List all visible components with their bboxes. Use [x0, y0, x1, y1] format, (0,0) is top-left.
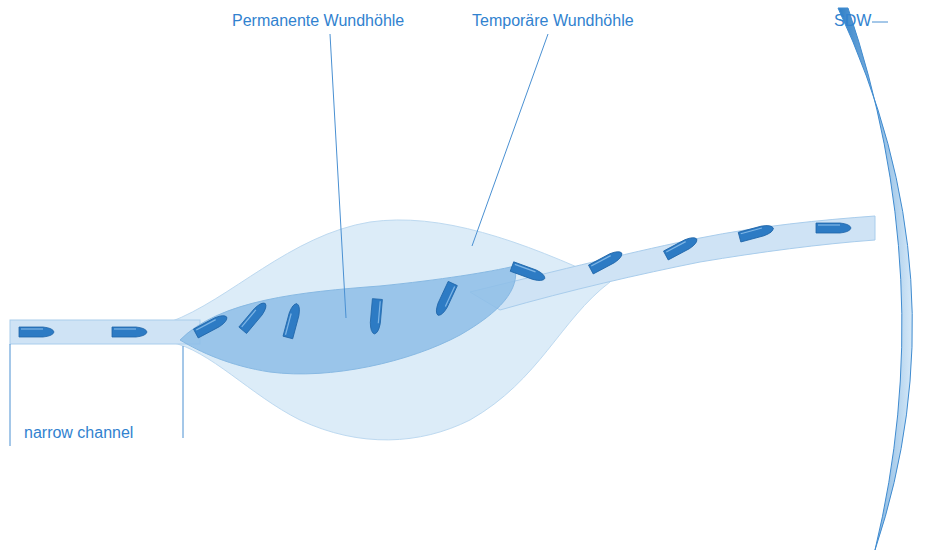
- leader-line: [472, 34, 548, 246]
- shock-wave-label: SDW: [834, 12, 871, 30]
- temporary-cavity: [170, 220, 610, 440]
- leader-line: [183, 346, 184, 438]
- leader-line: [10, 344, 11, 446]
- leader-line: [330, 34, 346, 318]
- wound-channel: [470, 216, 875, 310]
- permanent-cavity: [180, 266, 516, 374]
- shock-wave: [838, 8, 912, 550]
- narrow-channel: [10, 320, 200, 344]
- channel-label: narrow channel: [24, 424, 133, 442]
- cavity-label: Permanente Wundhöhle: [232, 12, 404, 30]
- cavity-label: Temporäre Wundhöhle: [472, 12, 634, 30]
- leader-line: [872, 22, 888, 23]
